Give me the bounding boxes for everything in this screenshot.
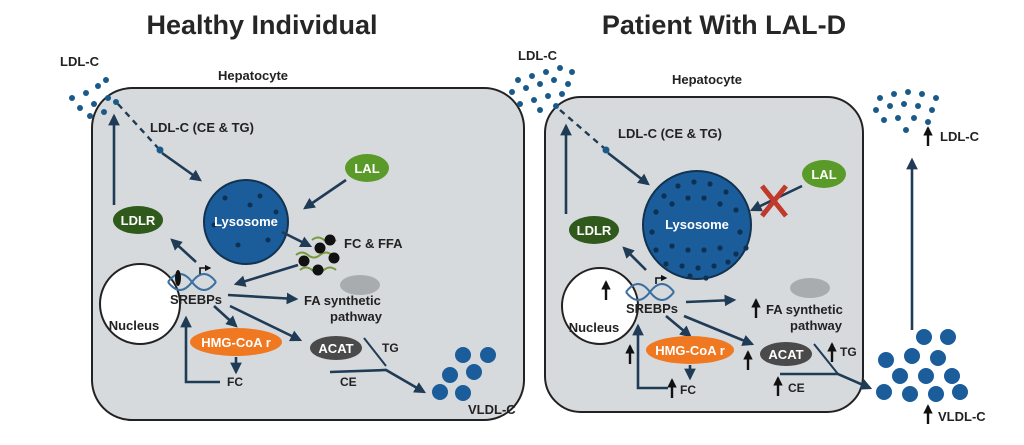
tg-label: TG [382,341,399,355]
ldl-particles-outside [69,77,119,119]
lysosome-enlarged [642,170,752,280]
lysosome-to-fc-arrow [281,230,313,248]
ldl-c-inside-label: LDL-C (CE & TG) [150,120,254,135]
ldl-particles-outside [509,65,575,113]
lal-enzyme [345,154,389,182]
fa-pathway-label-2: pathway [790,318,843,333]
nucleus-label: Nucleus [109,318,160,333]
fa-pathway-label-1: FA synthetic [304,293,381,308]
acat-enzyme [310,336,362,360]
lal-label: LAL [811,167,836,182]
ce-label: CE [340,375,357,389]
fc-label: FC [680,383,696,397]
panel-title: Patient With LAL-D [602,10,846,40]
dna-helix-icon [167,264,217,291]
ldl-c-outside-label: LDL-C [518,48,558,63]
ldlr-receptor [569,216,619,244]
acat-label: ACAT [318,341,353,356]
hmg-coa-reductase [646,336,734,364]
dna-helix-icon [625,274,675,301]
lal-to-lysosome-arrow [303,178,347,210]
lal-enzyme [802,160,846,188]
nucleus-label: Nucleus [569,320,620,335]
ldl-c-released-label: LDL-C [940,129,980,144]
ldlr-receptor [113,206,163,234]
lysosome [203,179,289,265]
fa-pathway-label-1: FA synthetic [766,302,843,317]
fa-enzyme-shape [790,278,830,298]
hepatocyte-label: Hepatocyte [218,68,288,83]
inhibition-x-icon [760,184,788,218]
ldl-entry-arrow [559,109,650,186]
ldl-particles-released [873,89,939,133]
srebp-to-acat-arrow [683,314,755,346]
panel-lal-d: Patient With LAL-D Hepatocyte LDL-C LDL-… [509,10,986,424]
fc-label: FC [227,375,243,389]
fc-ffa-cluster [295,234,340,276]
hmg-coa-reductase [190,328,282,356]
fc-ffa-label: FC & FFA [344,236,403,251]
lysosome-label: Lysosome [665,217,729,232]
nucleus [561,267,639,345]
tg-secretion-line [363,337,387,367]
hepatocyte-label: Hepatocyte [672,72,742,87]
srebp-to-hmg-arrow [213,305,238,328]
fa-pathway-label-2: pathway [330,309,383,324]
lysosome-granules [211,193,279,248]
vldl-label: VLDL-C [938,409,986,424]
srebp-to-acat-arrow [229,304,303,342]
ldlr-label: LDLR [121,213,156,228]
ldl-entry-arrow [117,103,202,182]
srebp-to-fa-arrow [685,294,737,307]
srebps-label: SREBPs [170,292,222,307]
fc-feedback-arrow [632,323,668,390]
srebps-label: SREBPs [626,301,678,316]
lysosome-granules [649,179,749,281]
acat-label: ACAT [768,347,803,362]
fc-feedback-arrow [180,315,220,384]
tg-secretion-line [813,343,839,375]
srebp-to-ldlr-arrow [170,238,197,263]
srebp-to-ldlr-arrow [622,246,647,271]
vldl-secretion-arrow [329,368,427,394]
ldl-c-inside-label: LDL-C (CE & TG) [618,126,722,141]
fc-to-srebp-arrow [233,263,299,287]
ldlr-label: LDLR [577,223,612,238]
vldl-label: VLDL-C [468,402,516,417]
ce-label: CE [788,381,805,395]
panel-title: Healthy Individual [146,10,377,40]
panel-healthy: Healthy Individual Hepatocyte LDL-C LDL-… [60,10,525,421]
ldl-c-outside-label: LDL-C [60,54,100,69]
lysosome-label: Lysosome [214,214,278,229]
nucleus [99,263,181,345]
hmg-label: HMG-CoA r [655,343,725,358]
vldl-particles [876,329,968,402]
tg-label: TG [840,345,857,359]
hmg-label: HMG-CoA r [201,335,271,350]
vldl-secretion-arrow [780,372,873,390]
vldl-particles [432,347,496,401]
srebp-to-fa-arrow [227,292,299,305]
fa-enzyme-shape [340,275,380,295]
lal-label: LAL [354,161,379,176]
acat-enzyme [760,342,812,366]
srebp-to-hmg-arrow [665,315,692,338]
